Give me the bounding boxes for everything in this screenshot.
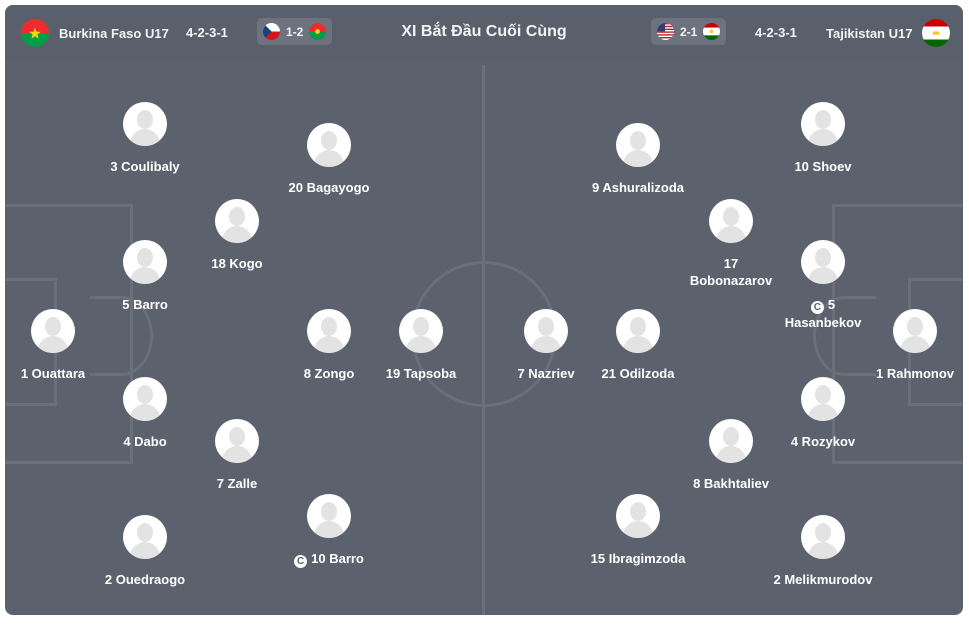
player-label: 7 Zalle <box>216 476 258 491</box>
player-avatar-icon <box>709 199 753 243</box>
home-player[interactable]: 4 Dabo <box>70 377 220 450</box>
away-player[interactable]: 4 Rozykov <box>748 377 898 450</box>
player-avatar-icon <box>709 419 753 463</box>
usa-flag-icon <box>657 23 674 40</box>
player-avatar-icon <box>307 123 351 167</box>
home-player[interactable]: 8 Zongo <box>254 309 404 382</box>
tajikistan-flag-icon <box>922 19 951 47</box>
away-last-match-score: 2-1 <box>680 24 698 39</box>
burkina-faso-mini-flag-icon <box>309 23 327 40</box>
player-avatar-icon <box>215 199 259 243</box>
player-avatar-icon <box>123 515 167 559</box>
away-player[interactable]: 2 Melikmurodov <box>748 515 898 588</box>
away-penalty-arc <box>813 296 876 376</box>
captain-icon: C <box>810 301 824 314</box>
player-avatar-icon <box>123 240 167 284</box>
player-avatar-icon <box>801 377 845 421</box>
home-player[interactable]: 19 Tapsoba <box>346 309 496 382</box>
player-avatar-icon <box>307 309 351 353</box>
player-avatar-icon <box>801 515 845 559</box>
player-label: 5 Barro <box>122 297 168 312</box>
away-player[interactable]: 7 Nazriev <box>471 309 621 382</box>
player-label: 4 Dabo <box>123 434 167 449</box>
czech-republic-flag-icon <box>263 23 280 40</box>
player-avatar-icon <box>801 102 845 146</box>
player-label: 7 Nazriev <box>517 366 575 381</box>
player-label: 10 Shoev <box>794 159 852 174</box>
home-formation: 4-2-3-1 <box>186 25 228 40</box>
player-avatar-icon <box>524 309 568 353</box>
player-label: 8 Zongo <box>303 366 355 381</box>
away-team-name: Tajikistan U17 <box>826 25 913 41</box>
player-label: 18 Kogo <box>211 256 263 271</box>
player-avatar-icon <box>616 123 660 167</box>
home-player[interactable]: 18 Kogo <box>162 199 312 272</box>
lineup-title: XI Bắt Đầu Cuối Cùng <box>401 23 567 40</box>
player-avatar-icon <box>616 494 660 538</box>
home-penalty-arc <box>90 296 153 376</box>
player-avatar-icon <box>399 309 443 353</box>
home-player[interactable]: 7 Zalle <box>162 419 312 492</box>
home-team-name: Burkina Faso U17 <box>59 25 169 41</box>
player-label: 21 Odilzoda <box>601 366 675 381</box>
player-label: 1 Ouattara <box>20 366 86 381</box>
player-label: 4 Rozykov <box>790 434 856 449</box>
away-last-match[interactable]: 2-1 <box>651 18 727 45</box>
pitch: 3 Coulibaly 20 Bagayogo 18 Kogo 5 Barro … <box>5 65 963 615</box>
player-avatar-icon <box>893 309 937 353</box>
player-avatar-icon <box>123 377 167 421</box>
player-label: 17 Bobonazarov <box>689 256 773 288</box>
home-last-match-score: 1-2 <box>286 24 304 39</box>
player-label: 3 Coulibaly <box>110 159 180 174</box>
away-player[interactable]: 8 Bakhtaliev <box>656 419 806 492</box>
home-player[interactable]: 1 Ouattara <box>5 309 128 382</box>
away-player[interactable]: 9 Ashuralizoda <box>563 123 713 196</box>
home-team[interactable]: Burkina Faso U17 <box>21 17 169 49</box>
player-avatar-icon <box>31 309 75 353</box>
player-label: 2 Ouedraogo <box>104 572 186 587</box>
away-player[interactable]: 17 Bobonazarov <box>656 199 806 289</box>
player-label: 19 Tapsoba <box>385 366 457 381</box>
home-player[interactable]: 20 Bagayogo <box>254 123 404 196</box>
home-last-match[interactable]: 1-2 <box>257 18 333 45</box>
away-player[interactable]: 21 Odilzoda <box>563 309 713 382</box>
away-player[interactable]: 1 Rahmonov <box>840 309 963 382</box>
home-player[interactable]: 3 Coulibaly <box>70 102 220 175</box>
home-player[interactable]: 2 Ouedraogo <box>70 515 220 588</box>
away-team[interactable]: Tajikistan U17 <box>826 17 951 49</box>
home-player[interactable]: 5 Barro <box>70 240 220 313</box>
player-label: 20 Bagayogo <box>288 180 370 195</box>
tajikistan-mini-flag-icon <box>703 23 721 40</box>
captain-icon: C <box>294 555 308 568</box>
player-label: 9 Ashuralizoda <box>592 180 684 195</box>
lineup-header: Burkina Faso U17 4-2-3-1 1-2 XI Bắt Đầu <box>5 5 963 61</box>
player-avatar-icon <box>307 494 351 538</box>
player-avatar-icon <box>215 419 259 463</box>
away-formation: 4-2-3-1 <box>755 25 797 40</box>
away-player[interactable]: 10 Shoev <box>748 102 898 175</box>
player-label: 1 Rahmonov <box>875 366 954 381</box>
lineup-panel: Burkina Faso U17 4-2-3-1 1-2 XI Bắt Đầu <box>5 5 963 615</box>
burkina-faso-flag-icon <box>21 19 49 47</box>
player-avatar-icon <box>616 309 660 353</box>
player-label: 8 Bakhtaliev <box>693 476 769 491</box>
player-avatar-icon <box>801 240 845 284</box>
player-label: 15 Ibragimzoda <box>590 551 686 566</box>
player-avatar-icon <box>123 102 167 146</box>
away-player[interactable]: 15 Ibragimzoda <box>563 494 713 567</box>
player-label: 2 Melikmurodov <box>773 572 873 587</box>
